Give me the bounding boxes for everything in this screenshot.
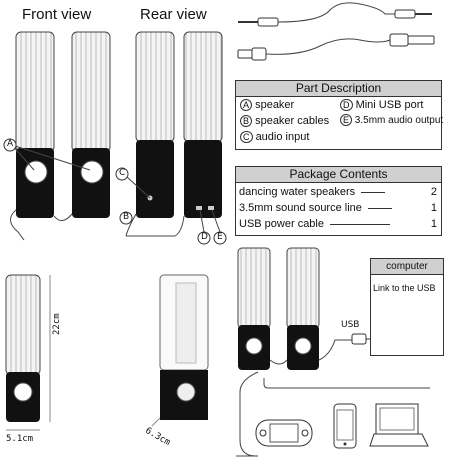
width-dimension: 5.1cm (6, 434, 34, 444)
callout-e-label: E (217, 232, 223, 242)
callout-line-a2 (11, 144, 91, 171)
part-item-a: A speaker (240, 99, 294, 111)
callout-d-icon (197, 231, 211, 245)
connection-speaker-right (286, 247, 320, 370)
computer-text: Link to the USB (373, 283, 436, 293)
callout-line-a1 (11, 144, 35, 171)
callout-b-label: B (123, 212, 130, 222)
part-item-b: B speaker cables (240, 115, 329, 127)
connection-speaker-left (237, 247, 271, 370)
dimension-speaker (5, 274, 51, 431)
part-item-c: C audio input (240, 131, 309, 143)
package-item: 3.5mm sound source line 1 (239, 202, 437, 214)
computer-panel: computer Link to the USB (370, 258, 444, 356)
callout-d-label: D (201, 232, 208, 242)
package-item: USB power cable 1 (239, 218, 437, 230)
front-speaker-left (15, 31, 55, 218)
speaker-3d (151, 274, 209, 427)
usb-cable-icon (237, 33, 435, 61)
part-item-e: E 3.5mm audio output (340, 114, 443, 126)
part-item-d: D Mini USB port (340, 99, 423, 111)
callout-a-icon (3, 138, 17, 152)
package-contents-panel: Package Contents dancing water speakers … (235, 166, 442, 236)
callout-c-icon (115, 167, 129, 181)
callout-b-icon (119, 211, 133, 225)
laptop-small-icon (369, 403, 429, 447)
front-view-title: Front view (22, 6, 92, 23)
rear-cable (125, 213, 185, 237)
usb-label: USB (341, 320, 360, 330)
height-dimension: 22cm (52, 313, 62, 335)
front-speaker-right (71, 31, 111, 218)
audio-cable-icon (238, 2, 432, 27)
callout-a-label: A (7, 139, 14, 149)
rear-speaker-left (135, 31, 175, 218)
package-item: dancing water speakers 2 (239, 186, 437, 198)
rear-speaker-right (183, 31, 223, 218)
phone-icon (333, 403, 357, 449)
rear-view-title: Rear view (140, 6, 207, 23)
usb-connection-cable (318, 339, 352, 361)
computer-title: computer (371, 259, 443, 275)
callout-e-icon (213, 231, 227, 245)
callout-c-label: C (119, 168, 126, 178)
part-description-panel: Part Description A speaker D Mini USB po… (235, 80, 443, 150)
game-console-icon (255, 419, 313, 447)
package-contents-title: Package Contents (236, 167, 441, 183)
front-cable (10, 209, 25, 241)
part-description-title: Part Description (236, 81, 441, 97)
